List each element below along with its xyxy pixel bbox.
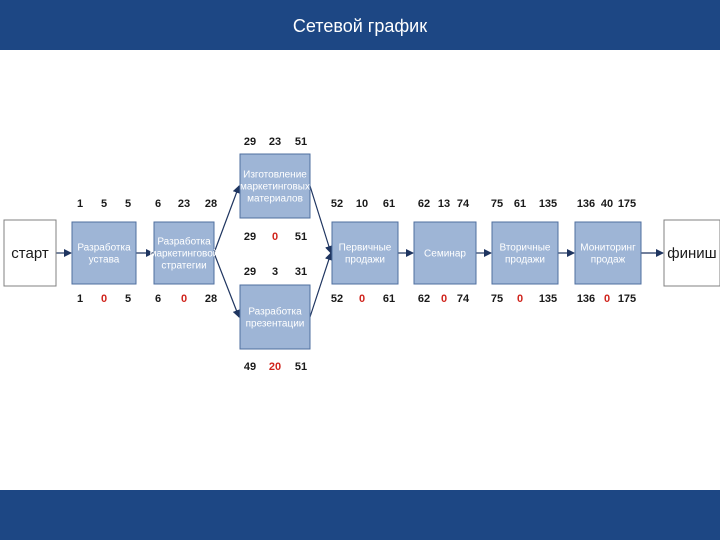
task-label-n2: маркетинговой (150, 249, 219, 260)
edge-n2-n3 (213, 185, 241, 254)
late-number-n4: 49 (244, 361, 256, 373)
late-number-n2: 6 (155, 293, 161, 305)
early-number-n5: 52 (331, 198, 343, 210)
task-label-n7: Вторичные (500, 243, 551, 254)
late-number-n4: 51 (295, 361, 307, 373)
late-number-n6: 62 (418, 293, 430, 305)
task-box-n4 (239, 284, 311, 350)
early-number-n2: 6 (155, 198, 161, 210)
early-number-n6: 62 (418, 198, 430, 210)
task-label-n1: устава (89, 255, 120, 266)
terminal-label-finish: финиш (667, 245, 716, 262)
late-number-n1: 1 (77, 293, 83, 305)
early-number-n6: 74 (457, 198, 470, 210)
slack-number-n1: 0 (101, 293, 107, 305)
edge-n4-n5 (309, 252, 333, 318)
edge-n2-n4 (213, 252, 241, 318)
slack-number-n4: 20 (269, 361, 281, 373)
terminal-start (3, 219, 57, 287)
slack-number-n7: 0 (517, 293, 523, 305)
task-label-n5: Первичные (339, 243, 392, 254)
early-number-n8: 175 (618, 198, 636, 210)
early-number-n8: 40 (601, 198, 613, 210)
task-label-n2: Разработка (157, 236, 211, 248)
early-number-n7: 75 (491, 198, 503, 210)
task-label-n5: продажи (345, 255, 385, 266)
task-label-n3: Изготовление (243, 170, 307, 181)
early-number-n8: 136 (577, 198, 595, 210)
edge-n3-n5 (309, 185, 333, 254)
early-number-n3: 51 (295, 136, 307, 148)
late-number-n2: 28 (205, 293, 217, 305)
early-number-n4: 31 (295, 266, 307, 278)
task-label-n3: маркетинговых (240, 182, 310, 193)
early-number-n1: 5 (125, 198, 131, 210)
early-number-n4: 3 (272, 266, 278, 278)
task-label-n8: Мониторинг (580, 243, 636, 254)
early-number-n1: 5 (101, 198, 107, 210)
task-box-n6 (413, 221, 477, 285)
terminal-finish (663, 219, 720, 287)
task-label-n4: Разработка (248, 306, 302, 318)
page-title: Сетевой график (292, 16, 428, 36)
slack-number-n5: 0 (359, 293, 365, 305)
late-number-n3: 51 (295, 231, 307, 243)
task-label-n8: продаж (591, 255, 626, 266)
late-number-n5: 61 (383, 293, 395, 305)
task-label-n4: презентации (246, 319, 305, 330)
early-number-n7: 61 (514, 198, 526, 210)
late-number-n8: 175 (618, 293, 636, 305)
task-label-n6: Семинар (424, 249, 466, 260)
task-box-n2 (153, 221, 215, 285)
task-box-n1 (71, 221, 137, 285)
slack-number-n3: 0 (272, 231, 278, 243)
late-number-n5: 52 (331, 293, 343, 305)
late-number-n8: 136 (577, 293, 595, 305)
late-number-n1: 5 (125, 293, 131, 305)
task-box-n3 (239, 153, 311, 219)
task-label-n1: Разработка (77, 242, 131, 254)
task-box-n5 (331, 221, 399, 285)
task-label-n2: стратегии (161, 261, 206, 272)
early-number-n5: 10 (356, 198, 368, 210)
early-number-n1: 1 (77, 198, 83, 210)
task-label-n7: продажи (505, 255, 545, 266)
early-number-n2: 23 (178, 198, 190, 210)
early-number-n2: 28 (205, 198, 217, 210)
late-number-n7: 75 (491, 293, 503, 305)
early-number-n3: 29 (244, 136, 256, 148)
edge-layer (56, 185, 664, 318)
task-box-n8 (574, 221, 642, 285)
early-number-n7: 135 (539, 198, 557, 210)
slack-number-n2: 0 (181, 293, 187, 305)
early-number-n4: 29 (244, 266, 256, 278)
early-number-n6: 13 (438, 198, 450, 210)
task-box-n7 (491, 221, 559, 285)
late-number-n7: 135 (539, 293, 557, 305)
slack-number-n6: 0 (441, 293, 447, 305)
late-number-n6: 74 (457, 293, 470, 305)
early-number-n5: 61 (383, 198, 395, 210)
slack-number-n8: 0 (604, 293, 610, 305)
title-bar (0, 0, 720, 50)
footer-bar (0, 490, 720, 540)
terminal-label-start: старт (11, 245, 49, 262)
late-number-n3: 29 (244, 231, 256, 243)
early-number-n3: 23 (269, 136, 281, 148)
task-label-n3: материалов (247, 194, 303, 205)
